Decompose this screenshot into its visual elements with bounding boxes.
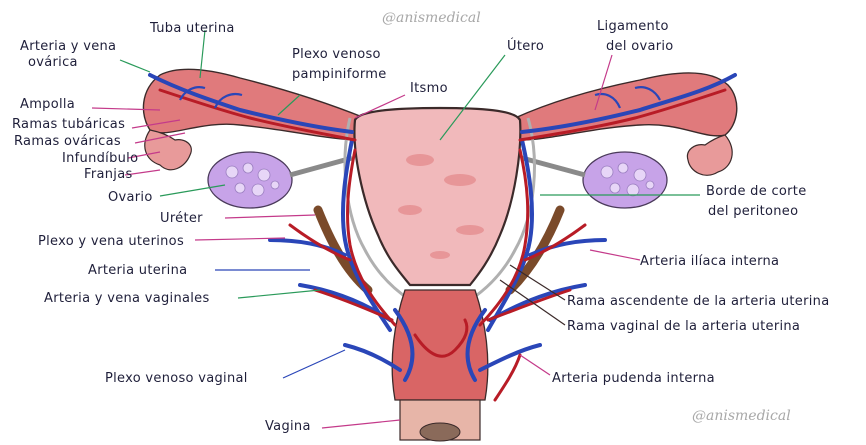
label-arteria-vena-ovarica-2: ovárica (28, 55, 78, 70)
label-infundibulo: Infundíbulo (62, 151, 138, 166)
label-ureter: Uréter (160, 211, 203, 226)
vagina-opening (420, 423, 460, 441)
left-ovary (208, 152, 292, 208)
label-franjas: Franjas (84, 167, 133, 182)
label-plexo-vena-uterinos: Plexo y vena uterinos (38, 234, 184, 249)
label-ligamento-ovario-1: Ligamento (597, 19, 669, 34)
label-ligamento-ovario-2: del ovario (606, 39, 674, 54)
right-ovarian-ligament (522, 158, 585, 175)
label-tuba-uterina: Tuba uterina (149, 21, 235, 36)
right-fimbriae (687, 135, 732, 175)
label-ovario: Ovario (108, 190, 153, 205)
label-arteria-pudenda-interna: Arteria pudenda interna (552, 371, 715, 386)
label-vagina: Vagina (265, 419, 311, 434)
left-ovarian-ligament (290, 158, 352, 175)
label-arteria-iliaca-interna: Arteria ilíaca interna (640, 254, 779, 269)
label-plexo-pampiniforme-1: Plexo venoso (292, 47, 381, 62)
label-plexo-pampiniforme-2: pampiniforme (292, 67, 387, 82)
label-utero: Útero (507, 38, 544, 54)
label-arteria-vena-vaginales: Arteria y vena vaginales (44, 291, 210, 306)
label-itsmo: Itsmo (410, 81, 448, 96)
label-rama-vaginal: Rama vaginal de la arteria uterina (567, 319, 800, 334)
label-rama-ascendente: Rama ascendente de la arteria uterina (567, 294, 829, 309)
label-ramas-tubaricas: Ramas tubáricas (12, 117, 125, 132)
cervix-vaginal-region (392, 290, 488, 400)
label-plexo-venoso-vaginal: Plexo venoso vaginal (105, 371, 248, 386)
right-ovary (583, 152, 667, 208)
label-ampolla: Ampolla (20, 97, 75, 112)
watermark-bottom: @anismedical (692, 408, 791, 424)
label-ramas-ovaricas: Ramas ováricas (14, 134, 121, 149)
label-borde-corte-2: del peritoneo (708, 204, 798, 219)
label-arteria-vena-ovarica-1: Arteria y vena (20, 39, 116, 54)
label-arteria-uterina: Arteria uterina (88, 263, 187, 278)
watermark-top: @anismedical (382, 10, 481, 26)
label-borde-corte-1: Borde de corte (706, 184, 807, 199)
